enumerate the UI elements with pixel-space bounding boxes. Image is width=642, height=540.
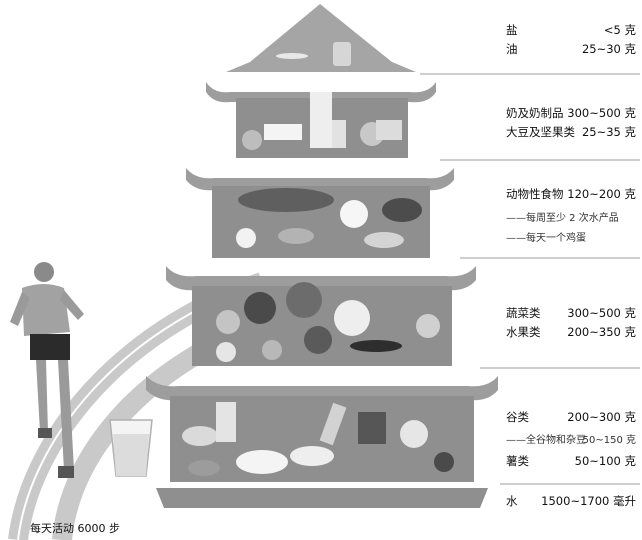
animal-food-label: 动物性食物 bbox=[506, 186, 564, 202]
fruits-amount: 200~350 克 bbox=[567, 324, 636, 340]
animal-note-egg: ——每天一个鸡蛋 bbox=[506, 229, 586, 244]
fruits-label: 水果类 bbox=[506, 324, 541, 340]
animal-note-seafood: ——每周至少 2 次水产品 bbox=[506, 209, 619, 224]
vegetables-amount: 300~500 克 bbox=[567, 305, 636, 321]
tubers-amount: 50~100 克 bbox=[575, 453, 636, 469]
vegetables-label: 蔬菜类 bbox=[506, 305, 541, 321]
oil-amount: 25~30 克 bbox=[582, 41, 636, 57]
wholegrain-note: ——全谷物和杂豆 bbox=[506, 431, 586, 446]
tubers-label: 薯类 bbox=[506, 453, 529, 469]
pyramid-tiers bbox=[156, 98, 488, 508]
water-label: 水 bbox=[506, 493, 518, 509]
water-glass-icon bbox=[110, 420, 152, 476]
dairy-amount: 300~500 克 bbox=[567, 105, 636, 121]
wholegrain-amount: 50~150 克 bbox=[583, 431, 636, 446]
grains-amount: 200~300 克 bbox=[567, 409, 636, 425]
dairy-label: 奶及奶制品 bbox=[506, 105, 564, 121]
grains-label: 谷类 bbox=[506, 409, 529, 425]
activity-steps-label: 每天活动 6000 步 bbox=[30, 520, 120, 536]
soy-nuts-amount: 25~35 克 bbox=[582, 124, 636, 140]
oil-label: 油 bbox=[506, 41, 518, 57]
salt-amount: <5 克 bbox=[604, 22, 636, 38]
salt-label: 盐 bbox=[506, 22, 518, 38]
soy-nuts-label: 大豆及坚果类 bbox=[506, 124, 575, 140]
animal-food-amount: 120~200 克 bbox=[567, 186, 636, 202]
water-base bbox=[156, 488, 488, 508]
water-amount: 1500~1700 毫升 bbox=[541, 493, 636, 509]
